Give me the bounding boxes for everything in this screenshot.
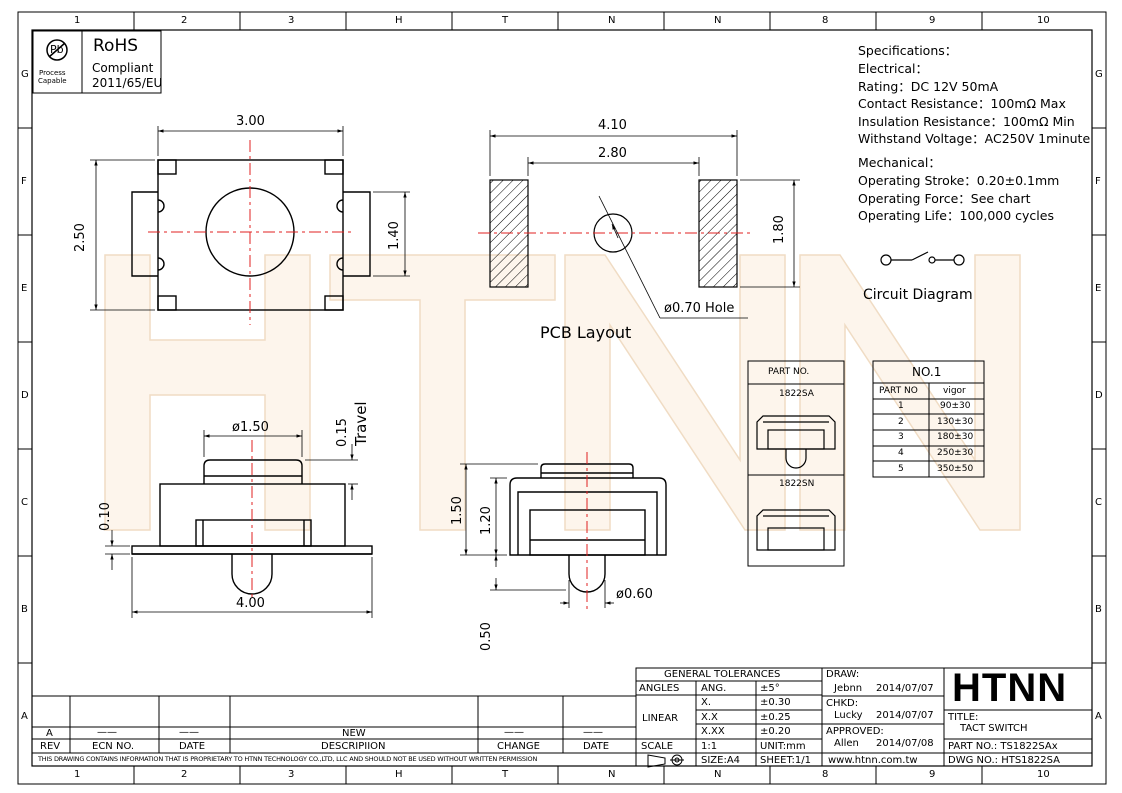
- force-row-no: 1: [898, 401, 904, 411]
- force-row-no: 2: [898, 417, 904, 427]
- dim-front-h1: 1.50: [450, 496, 465, 525]
- rohs-compliant: Compliant: [92, 61, 154, 75]
- force-table-col2: vigor: [943, 386, 966, 396]
- front-view-dimensions: [460, 463, 614, 608]
- force-table-col1: PART NO: [879, 386, 918, 396]
- force-row-vigor: 130±30: [937, 417, 974, 427]
- dim-travel-val: 0.15: [335, 418, 350, 447]
- inner-frame: [31, 29, 1093, 767]
- dim-front-peg: ø0.60: [616, 587, 653, 602]
- part-table-header: PART NO.: [768, 367, 810, 377]
- rohs-directive: 2011/65/EU: [92, 76, 163, 90]
- htnn-logo: HTNN: [952, 666, 1068, 710]
- force-row-vigor: 350±50: [937, 464, 974, 474]
- force-table-frame: [872, 360, 985, 478]
- rohs-badge: [32, 30, 162, 94]
- force-row-vigor: 180±30: [937, 432, 974, 442]
- top-view-centerlines: [148, 140, 355, 325]
- force-row-vigor: 90±30: [940, 401, 971, 411]
- rohs-title: RoHS: [93, 36, 139, 56]
- dim-pcb-outer: 4.10: [598, 118, 627, 133]
- projection-symbol: [647, 754, 684, 768]
- pb-symbol-text: Pb: [50, 43, 64, 56]
- proprietary-notice: THIS DRAWING CONTAINS INFORMATION THAT I…: [38, 755, 538, 763]
- outer-border: [17, 11, 1107, 785]
- part-sa-image: [756, 415, 836, 469]
- dim-top-height: 2.50: [73, 223, 88, 252]
- dim-pcb-inner: 2.80: [598, 146, 627, 161]
- pcb-layout-label: PCB Layout: [540, 323, 632, 342]
- dim-pcb-height: 1.80: [772, 215, 787, 244]
- dim-actuator-dia: ø1.50: [232, 420, 269, 435]
- force-row-vigor: 250±30: [937, 448, 974, 458]
- dim-top-width: 3.00: [236, 114, 265, 129]
- dim-front-h2: 1.20: [479, 506, 494, 535]
- side-view: [131, 459, 373, 595]
- dim-top-inner: 1.40: [387, 221, 402, 250]
- zone-ticks: [18, 12, 1106, 784]
- force-table-title: NO.1: [912, 365, 942, 379]
- dim-travel-label: Travel: [352, 401, 370, 446]
- title-block-frame: [635, 667, 1093, 767]
- dim-front-peg-h: 0.50: [479, 622, 494, 651]
- dim-side-width: 4.00: [236, 596, 265, 611]
- force-row-no: 3: [898, 432, 904, 442]
- circuit-diagram-label: Circuit Diagram: [863, 287, 973, 303]
- dim-thickness: 0.10: [98, 502, 113, 531]
- top-view-dimensions: [90, 126, 410, 311]
- force-row-no: 4: [898, 448, 904, 458]
- part-sn-label: 1822SN: [779, 479, 815, 489]
- force-row-no: 5: [898, 464, 904, 474]
- part-sa-label: 1822SA: [779, 389, 814, 399]
- revision-block-frame: [32, 695, 636, 754]
- front-view: [509, 463, 667, 593]
- circuit-symbol: [880, 251, 965, 266]
- process-capable: Process Capable: [38, 69, 67, 86]
- part-table-frame: [747, 360, 845, 567]
- side-view-dimensions: [105, 430, 373, 618]
- dim-hole: ø0.70 Hole: [664, 301, 735, 316]
- part-sn-image: [756, 509, 836, 551]
- pcb-dimensions: [489, 130, 800, 319]
